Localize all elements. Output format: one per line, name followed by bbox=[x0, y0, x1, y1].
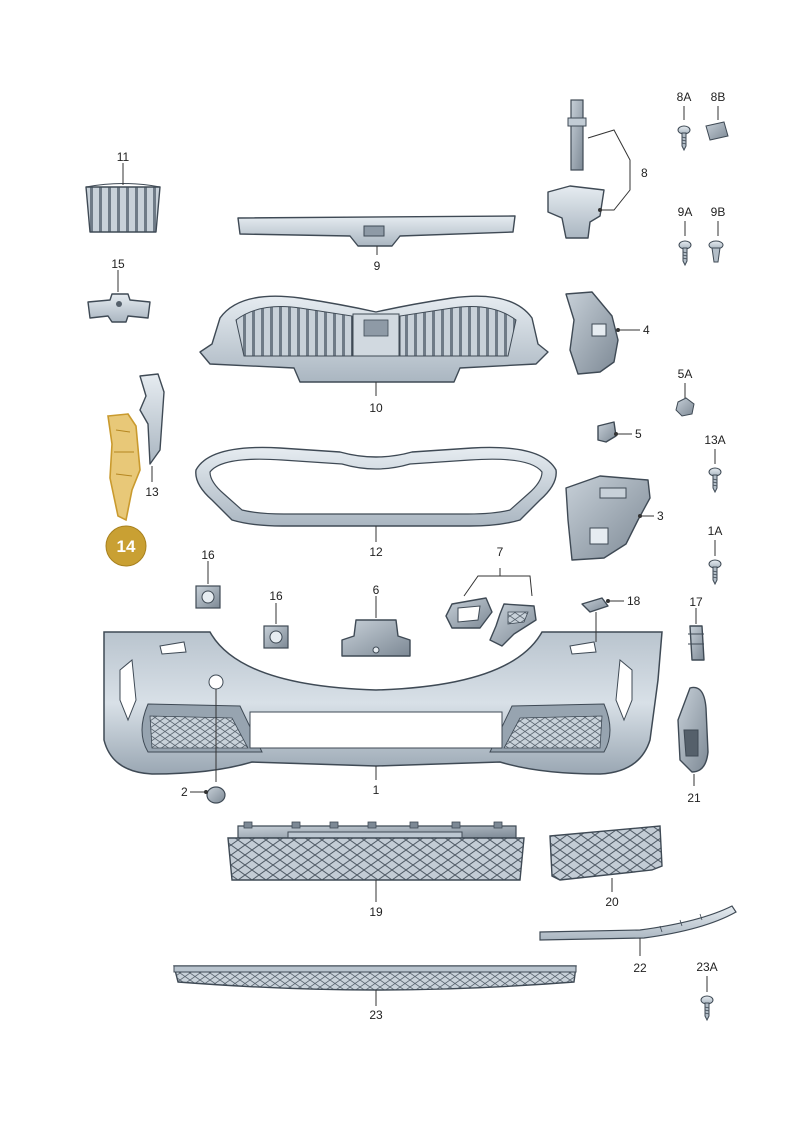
part-3-right-lower-bracket[interactable] bbox=[565, 475, 651, 561]
label-8A: 8A bbox=[677, 90, 692, 104]
part-17-clip[interactable] bbox=[688, 625, 705, 661]
screw-icon[interactable] bbox=[708, 467, 722, 493]
part-4-right-bracket[interactable] bbox=[565, 291, 619, 375]
label-23A: 23A bbox=[696, 960, 717, 974]
label-12: 12 bbox=[369, 545, 383, 559]
label-19: 19 bbox=[369, 905, 383, 919]
label-17: 17 bbox=[689, 595, 703, 609]
part-12-grille-frame[interactable] bbox=[195, 446, 557, 527]
label-15: 15 bbox=[111, 257, 125, 271]
part-1-front-bumper[interactable] bbox=[103, 631, 663, 775]
part-7-cover[interactable] bbox=[489, 603, 537, 647]
part-15-mounting-clip[interactable] bbox=[87, 293, 151, 323]
label-1: 1 bbox=[373, 783, 380, 797]
label-20: 20 bbox=[605, 895, 619, 909]
part-10-radiator-grille[interactable] bbox=[199, 295, 549, 383]
label-22: 22 bbox=[633, 961, 647, 975]
label-21: 21 bbox=[687, 791, 701, 805]
part-7-frame[interactable] bbox=[445, 597, 493, 629]
part-9-upper-trim-strip[interactable] bbox=[237, 215, 516, 247]
part-8-bolt[interactable] bbox=[567, 99, 587, 171]
clip-nut-icon[interactable] bbox=[705, 121, 729, 141]
label-10: 10 bbox=[369, 401, 383, 415]
label-9A: 9A bbox=[678, 205, 693, 219]
screw-icon[interactable] bbox=[677, 125, 691, 151]
label-3: 3 bbox=[657, 509, 664, 523]
label-18: 18 bbox=[627, 594, 641, 608]
part-13-left-guide[interactable] bbox=[139, 373, 165, 465]
label-8B: 8B bbox=[711, 90, 726, 104]
part-20-side-mesh[interactable] bbox=[549, 825, 663, 881]
label-2: 2 bbox=[181, 785, 188, 799]
label-13A: 13A bbox=[704, 433, 725, 447]
clip-nut-icon[interactable] bbox=[675, 397, 695, 417]
label-13: 13 bbox=[145, 485, 159, 499]
label-14: 14 bbox=[117, 537, 136, 556]
part-14-air-guide-highlighted[interactable] bbox=[107, 413, 141, 522]
label-1A: 1A bbox=[708, 524, 723, 538]
part-2-plug[interactable] bbox=[206, 786, 226, 804]
screw-icon[interactable] bbox=[678, 240, 692, 266]
part-21-side-inlet[interactable] bbox=[677, 686, 709, 773]
part-11-lower-grille-insert[interactable] bbox=[85, 183, 161, 233]
label-16-upper: 16 bbox=[201, 548, 215, 562]
label-5: 5 bbox=[635, 427, 642, 441]
label-6: 6 bbox=[373, 583, 380, 597]
label-9B: 9B bbox=[711, 205, 726, 219]
part-23-lower-spoiler[interactable] bbox=[173, 965, 577, 991]
label-8: 8 bbox=[641, 166, 648, 180]
part-5-clip[interactable] bbox=[597, 421, 617, 443]
label-23: 23 bbox=[369, 1008, 383, 1022]
part-19-lower-mesh-grille[interactable] bbox=[227, 821, 525, 881]
part-16-sensor-holder-upper[interactable] bbox=[195, 585, 221, 609]
part-8-bracket[interactable] bbox=[547, 185, 605, 239]
label-9: 9 bbox=[374, 259, 381, 273]
part-22-trim-strip[interactable] bbox=[539, 905, 737, 941]
part-18-cap[interactable] bbox=[581, 597, 609, 613]
label-11: 11 bbox=[117, 150, 130, 164]
expanding-rivet-icon[interactable] bbox=[708, 240, 724, 263]
part-14-badge[interactable]: 14 bbox=[105, 525, 147, 567]
screw-icon[interactable] bbox=[708, 559, 722, 585]
label-7: 7 bbox=[497, 545, 504, 559]
screw-icon[interactable] bbox=[700, 995, 714, 1021]
label-16-lower: 16 bbox=[269, 589, 283, 603]
label-4: 4 bbox=[643, 323, 650, 337]
label-5A: 5A bbox=[678, 367, 693, 381]
part-6-center-mount[interactable] bbox=[341, 619, 411, 657]
part-16-sensor-holder-lower[interactable] bbox=[263, 625, 289, 649]
